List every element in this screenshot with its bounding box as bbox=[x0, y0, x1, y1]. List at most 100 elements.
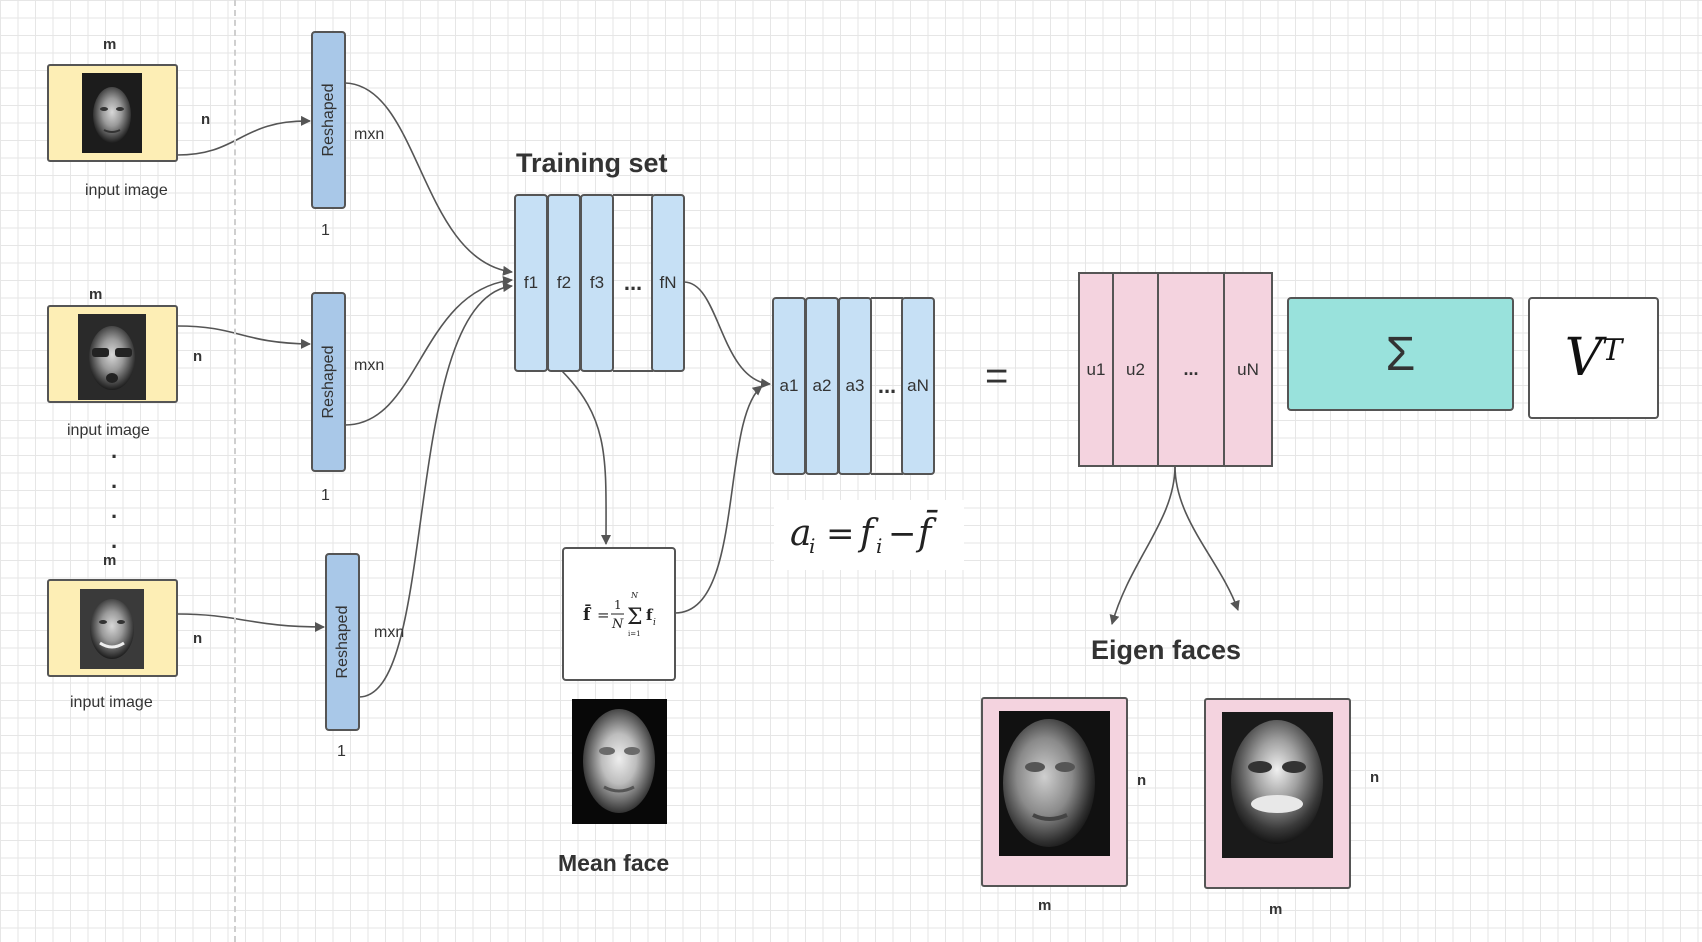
eigen-face-2-dim-m: m bbox=[1269, 901, 1283, 918]
vertical-ellipsis-dot-3: . bbox=[111, 498, 118, 523]
input-image-3-dim-n: n bbox=[193, 630, 203, 647]
eigen-face-1-dim-m: m bbox=[1038, 897, 1052, 914]
sigma-box: Σ bbox=[1287, 297, 1514, 411]
vertical-ellipsis-dot-1: . bbox=[111, 438, 118, 463]
formula-sum-top: N bbox=[630, 591, 639, 600]
training-col-fN-label: fN bbox=[659, 273, 677, 292]
eigen-face-2-image bbox=[1222, 712, 1333, 858]
eigen-faces-title: Eigen faces bbox=[1091, 635, 1242, 665]
a-col-a2: a2 bbox=[805, 297, 839, 475]
training-col-f3: f3 bbox=[580, 194, 614, 372]
u-col-uN: uN bbox=[1223, 272, 1273, 467]
input-image-1-dim-n: n bbox=[201, 111, 211, 128]
training-col-ellipsis-label: ... bbox=[623, 270, 643, 295]
input-face-2-image bbox=[78, 314, 146, 400]
reshaped-vector-2-dim-side: mxn bbox=[354, 357, 385, 374]
training-col-f1-label: f1 bbox=[523, 273, 539, 292]
a-col-ellipsis: ... bbox=[871, 297, 903, 475]
mean-face-image bbox=[572, 699, 667, 824]
a-formula-minus: − bbox=[888, 514, 917, 554]
connector-reshaped3-training bbox=[358, 282, 513, 698]
equals-sign: = bbox=[985, 354, 1009, 398]
formula-fbar: f̄ bbox=[583, 604, 592, 625]
formula-num: 1 bbox=[614, 598, 622, 612]
reshaped-vector-1-dim-bottom: 1 bbox=[321, 222, 330, 239]
reshaped-vector-2-dim-bottom: 1 bbox=[321, 487, 330, 504]
connector-training-amatrix bbox=[683, 281, 771, 389]
u-col-u2-label: u2 bbox=[1126, 359, 1145, 379]
reshaped-vector-3-label: Reshaped bbox=[333, 605, 351, 679]
v-transpose-sup: T bbox=[1602, 332, 1623, 368]
v-transpose-base: V bbox=[1564, 328, 1603, 388]
a-formula-a: a bbox=[790, 513, 811, 554]
connector-reshaped1-training bbox=[344, 82, 513, 276]
input-image-3-frame bbox=[47, 579, 178, 677]
vertical-ellipsis-dot-4: . bbox=[111, 528, 118, 553]
training-col-f2-label: f2 bbox=[556, 273, 572, 292]
connector-u-eigen2 bbox=[1174, 465, 1240, 611]
connector-meanface-amatrix bbox=[674, 385, 763, 614]
connector-training-meanface bbox=[561, 370, 612, 545]
a-formula-f-sub: i bbox=[876, 534, 882, 558]
a-col-a1-label: a1 bbox=[779, 376, 799, 395]
training-col-ellipsis: ... bbox=[613, 194, 653, 372]
a-col-ellipsis-label: ... bbox=[877, 373, 897, 398]
input-image-2-dim-m: m bbox=[89, 286, 103, 303]
input-face-3-image bbox=[80, 589, 144, 669]
a-formula-a-sub: i bbox=[809, 534, 815, 558]
formula-eq: = bbox=[597, 606, 610, 624]
connector-input3-reshaped3 bbox=[176, 613, 325, 632]
training-set-title: Training set bbox=[516, 148, 668, 178]
training-col-f2: f2 bbox=[547, 194, 581, 372]
input-image-2-caption: input image bbox=[67, 422, 150, 439]
reshaped-vector-3: Reshaped bbox=[325, 553, 360, 731]
input-face-1-image bbox=[82, 73, 142, 153]
vertical-ellipsis-dot-2: . bbox=[111, 468, 118, 493]
input-image-2-frame bbox=[47, 305, 178, 403]
training-col-fN: fN bbox=[651, 194, 685, 372]
input-image-1-dim-m: m bbox=[103, 36, 117, 53]
connector-input2-reshaped2 bbox=[176, 325, 311, 349]
eigen-face-2-frame bbox=[1204, 698, 1351, 889]
input-image-1-frame bbox=[47, 64, 178, 162]
eigen-face-1-dim-n: n bbox=[1137, 772, 1147, 789]
formula-term: f bbox=[646, 606, 654, 624]
mean-face-caption: Mean face bbox=[558, 850, 670, 876]
formula-den: N bbox=[611, 617, 624, 632]
reshaped-vector-3-dim-side: mxn bbox=[374, 624, 405, 641]
connector-reshaped2-training bbox=[344, 276, 513, 426]
section-divider bbox=[234, 0, 236, 942]
formula-sigma: Σ bbox=[627, 605, 643, 630]
training-col-f1: f1 bbox=[514, 194, 548, 372]
reshaped-vector-1-dim-side: mxn bbox=[354, 126, 385, 143]
reshaped-vector-2: Reshaped bbox=[311, 292, 346, 472]
eigen-face-1-image bbox=[999, 711, 1110, 856]
formula-sum-bottom: i=1 bbox=[628, 630, 641, 638]
connector-input1-reshaped1 bbox=[176, 115, 311, 156]
reshaped-vector-1: Reshaped bbox=[311, 31, 346, 209]
mean-face-formula-box: f̄ = 1 N N Σ i=1 f i bbox=[562, 547, 676, 681]
u-col-ellipsis: ... bbox=[1157, 272, 1225, 467]
a-col-a2-label: a2 bbox=[812, 376, 832, 395]
sigma-symbol: Σ bbox=[1385, 327, 1416, 381]
input-image-1-caption: input image bbox=[85, 182, 168, 199]
reshaped-vector-2-label: Reshaped bbox=[319, 345, 337, 419]
eigen-face-1-frame bbox=[981, 697, 1128, 887]
u-col-u1-label: u1 bbox=[1086, 359, 1106, 379]
training-col-f3-label: f3 bbox=[589, 273, 605, 292]
a-col-aN: aN bbox=[901, 297, 935, 475]
u-col-u1: u1 bbox=[1078, 272, 1114, 467]
formula-term-sub: i bbox=[653, 618, 656, 628]
eigen-face-2-dim-n: n bbox=[1370, 769, 1380, 786]
input-image-2-dim-n: n bbox=[193, 348, 203, 365]
connector-u-eigen1 bbox=[1109, 465, 1176, 625]
a-col-a3-label: a3 bbox=[845, 376, 865, 395]
u-col-u2: u2 bbox=[1112, 272, 1159, 467]
input-image-3-dim-m: m bbox=[103, 552, 117, 569]
a-col-a3: a3 bbox=[838, 297, 872, 475]
u-col-uN-label: uN bbox=[1237, 359, 1259, 379]
a-col-a1: a1 bbox=[772, 297, 806, 475]
a-formula: a i = f i − f̄ bbox=[774, 500, 964, 570]
